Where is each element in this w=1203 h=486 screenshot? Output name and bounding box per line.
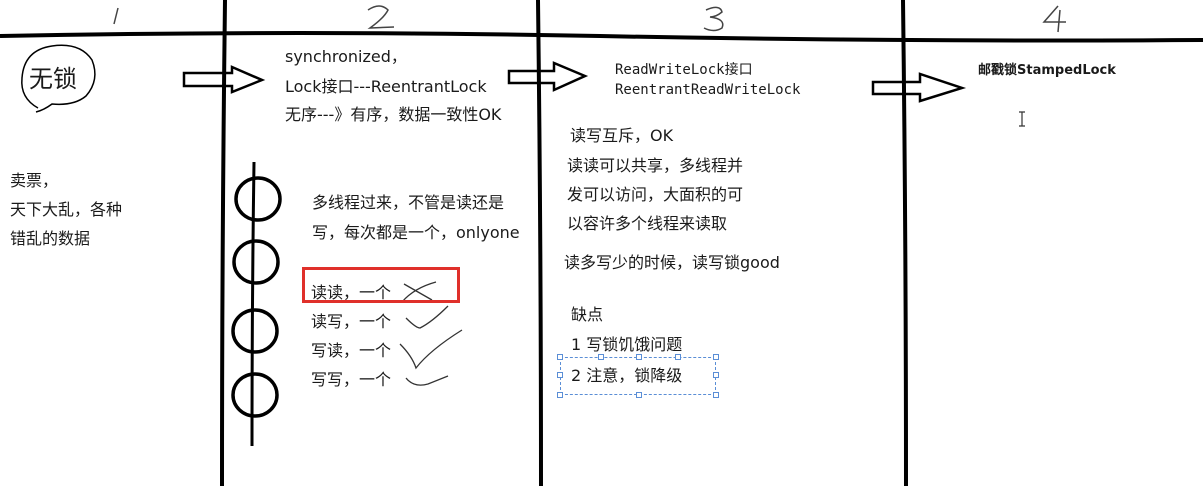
bubble-text-no-lock: 无锁 (29, 65, 77, 93)
resize-handle-nw[interactable] (557, 354, 563, 360)
col2-lock-interface: Lock接口---ReentrantLock (285, 77, 487, 96)
col2-desc-line-2: 写，每次都是一个，onlyone (312, 223, 520, 242)
col1-note-line-3: 错乱的数据 (10, 229, 91, 248)
resize-handle-n[interactable] (636, 354, 642, 360)
col3-body-line-4: 以容许多个线程来读取 (567, 214, 728, 233)
col3-body-line-1: 读写互斥，OK (570, 126, 674, 145)
column-divider-2 (536, 0, 543, 486)
resize-handle-se[interactable] (713, 392, 719, 398)
check-mark-1 (405, 305, 449, 329)
col3-summary: 读多写少的时候，读写锁good (564, 253, 780, 272)
col3-cons-title: 缺点 (571, 305, 604, 324)
bubble-outline (21, 44, 96, 113)
col3-body-line-2: 读读可以共享，多线程并 (567, 156, 744, 175)
case-read-write: 读写，一个 (311, 312, 392, 331)
arrow-2-to-3 (507, 61, 589, 92)
resize-handle-n1[interactable] (598, 354, 604, 360)
resize-handle-e[interactable] (713, 372, 719, 378)
column-number-3 (703, 6, 724, 32)
col3-readwritelock-interface: ReadWriteLock接口 (615, 62, 753, 78)
column-number-4 (1042, 5, 1066, 33)
thread-circle-1 (234, 176, 282, 222)
thread-circle-3 (231, 308, 279, 354)
arrow-3-to-4 (871, 72, 967, 103)
cross-mark (401, 281, 437, 303)
check-mark-2 (399, 329, 463, 370)
col1-note-line-2: 天下大乱，各种 (10, 200, 123, 219)
resize-handle-sw[interactable] (557, 392, 563, 398)
thread-circle-4 (231, 372, 279, 418)
col2-synchronized: synchronized， (285, 47, 407, 66)
col3-cons-2[interactable]: 2 注意，锁降级 (571, 366, 683, 385)
case-read-read: 读读，一个 (311, 283, 392, 302)
column-divider-1 (220, 0, 227, 486)
col3-cons-1: 1 写锁饥饿问题 (571, 335, 683, 354)
highlight-box-read-read (302, 267, 460, 303)
col2-desc-line-1: 多线程过来，不管是读还是 (312, 193, 505, 212)
column-number-2 (367, 5, 395, 29)
resize-handle-n2[interactable] (675, 354, 681, 360)
col2-order-consistency: 无序---》有序，数据一致性OK (285, 105, 502, 124)
text-cursor-icon (1019, 111, 1025, 127)
col3-body-line-3: 发可以访问，大面积的可 (567, 185, 744, 204)
thread-timeline (250, 161, 256, 447)
case-write-write: 写写，一个 (311, 370, 392, 389)
arrow-1-to-2 (182, 65, 266, 94)
column-divider-3 (901, 0, 908, 486)
resize-handle-s[interactable] (636, 392, 642, 398)
case-write-read: 写读，一个 (311, 341, 392, 360)
col3-reentrant-readwritelock: ReentrantReadWriteLock (615, 82, 801, 98)
header-divider (0, 31, 1203, 43)
resize-handle-ne[interactable] (713, 354, 719, 360)
check-mark-3 (405, 375, 449, 386)
selected-textbox[interactable]: 2 注意，锁降级 (557, 354, 719, 398)
resize-handle-w[interactable] (557, 372, 563, 378)
col4-stampedlock-title: 邮戳锁StampedLock (978, 63, 1116, 78)
thread-circle-2 (232, 239, 280, 285)
col1-note-line-1: 卖票， (10, 171, 59, 190)
column-number-1 (113, 7, 119, 25)
